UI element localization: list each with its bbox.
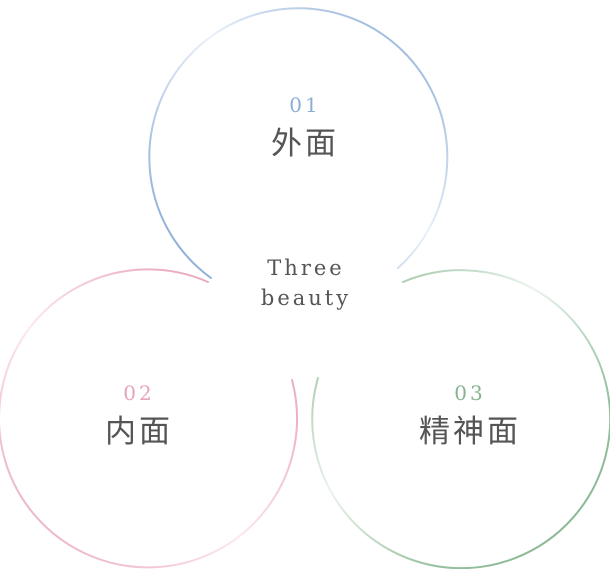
item-right: 03 精神面 — [370, 383, 570, 448]
circle-right — [311, 269, 610, 569]
center-title-line2: beauty — [260, 286, 352, 310]
item-top: 01 外面 — [205, 95, 405, 160]
center-title: Three beauty — [226, 253, 386, 313]
item-left: 02 内面 — [39, 383, 239, 448]
circle-left — [0, 268, 299, 569]
item-right-number: 03 — [454, 381, 486, 405]
item-left-name: 内面 — [105, 414, 173, 450]
circle-top — [148, 7, 449, 279]
item-top-name: 外面 — [271, 126, 339, 162]
item-left-number: 02 — [123, 381, 155, 405]
item-top-number: 01 — [289, 93, 321, 117]
item-right-name: 精神面 — [419, 414, 521, 450]
center-title-line1: Three — [267, 256, 345, 280]
